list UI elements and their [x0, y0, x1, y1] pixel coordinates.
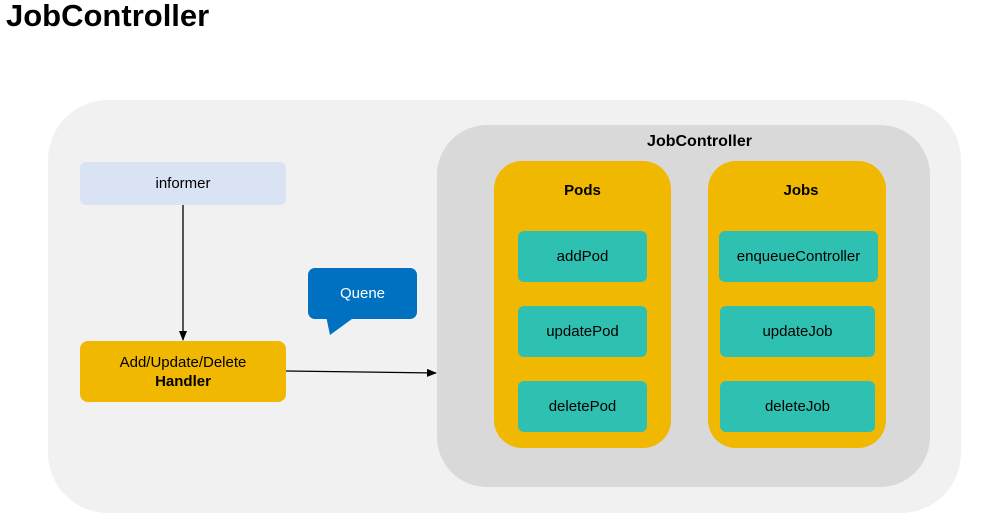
queue-bubble-tail — [326, 316, 356, 335]
informer-box: informer — [80, 162, 286, 205]
page-title: JobController — [6, 0, 210, 33]
controller-title: JobController — [647, 133, 752, 150]
handler-item: deletePod — [518, 381, 647, 432]
arrow-handler-to-controller — [285, 368, 437, 377]
queue-callout: Quene — [308, 268, 417, 319]
handler-item: enqueueController — [719, 231, 878, 282]
handler-item-label: updatePod — [546, 323, 619, 340]
handler-item-label: addPod — [556, 248, 609, 265]
handler-item-label: enqueueController — [736, 248, 861, 265]
handler-item-label: deletePod — [548, 398, 617, 415]
informer-label: informer — [155, 175, 211, 192]
jobs-group-title: Jobs — [783, 182, 819, 199]
handler-item: updateJob — [720, 306, 875, 357]
handler-label-line2: Handler — [155, 372, 211, 390]
pods-group-title: Pods — [564, 182, 601, 199]
queue-label: Quene — [339, 285, 386, 302]
handler-item: updatePod — [518, 306, 647, 357]
handler-box: Add/Update/Delete Handler — [80, 341, 286, 402]
handler-item-label: updateJob — [762, 323, 833, 340]
handler-item-label: deleteJob — [764, 398, 831, 415]
handler-label-line1: Add/Update/Delete — [119, 353, 247, 371]
handler-item: deleteJob — [720, 381, 875, 432]
handler-item: addPod — [518, 231, 647, 282]
